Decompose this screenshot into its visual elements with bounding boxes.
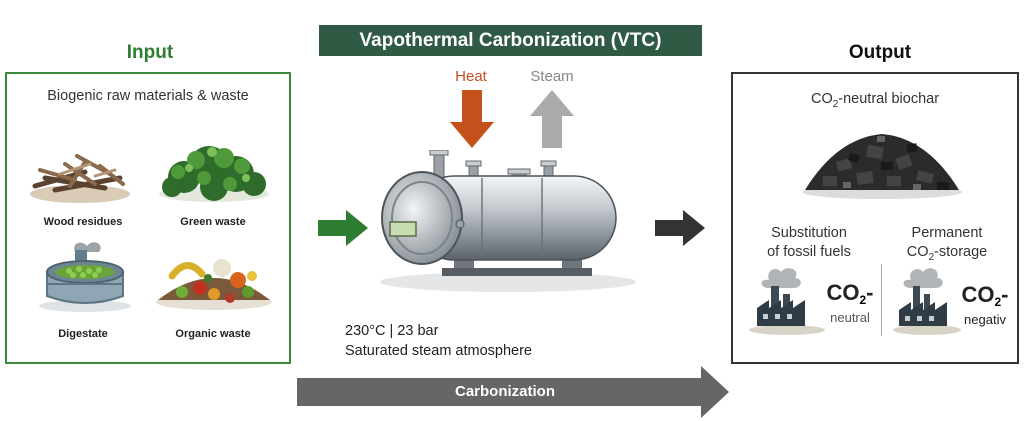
organic-waste-icon [156,259,272,310]
input-heading: Input [126,42,174,63]
green-waste-label: Green waste [180,216,246,228]
factory-negative-icon [893,268,961,335]
biochar-co-text: CO [810,91,833,107]
biochar-suffix-text: -neutral biochar [838,91,940,107]
storage-text: Permanent CO2-storage [879,224,1015,267]
wood-residues-icon [30,154,130,203]
heat-label: Heat [455,68,487,85]
carbonization-label: Carbonization [455,383,555,400]
biochar-title: CO2-neutral biochar [733,90,1017,114]
steam-label: Steam [530,68,574,85]
badge-neutral-text: neutral [830,310,870,326]
input-panel: Biogenic raw materials & waste Wood resi… [5,72,291,364]
digestate-icon [39,242,131,312]
storage-line1: Permanent [911,225,983,241]
process-banner: Vapothermal Carbonization (VTC) [319,25,702,56]
badge-negative-co: CO [961,282,995,307]
substitution-text: Substitution of fossil fuels [739,224,879,262]
process-conditions-atmosphere: Saturated steam atmosphere [345,343,532,359]
output-heading: Output [848,42,912,63]
storage-sub-text: 2 [928,251,935,263]
wood-residues-label: Wood residues [43,216,123,228]
input-arrow-icon [318,210,368,246]
badge-negative-dash: - [1001,282,1009,307]
biochar-icon [802,134,962,199]
carbonization-arrow [297,366,729,418]
biochar-sub-text: 2 [832,98,839,110]
process-conditions-temperature: 230°C | 23 bar [345,323,439,339]
badge-neutral-dash: - [866,280,874,305]
storage-co-text: CO [906,244,929,260]
factory-neutral-icon [749,268,825,335]
substitution-line2: of fossil fuels [767,244,851,260]
badge-negative-sub: 2 [994,295,1002,310]
co2-negative-badge: CO2- negativ [957,284,1013,329]
output-arrow-icon [655,210,705,246]
output-divider [881,264,882,336]
storage-suffix-text: -storage [934,244,988,260]
badge-neutral-sub: 2 [859,293,867,308]
heat-arrow-icon [450,90,494,148]
steam-arrow-icon [530,90,574,148]
green-waste-icon [159,146,269,202]
organic-waste-label: Organic waste [175,328,251,340]
badge-negative-text: negativ [964,312,1006,328]
digestate-label: Digestate [58,328,108,340]
badge-neutral-co: CO [826,280,860,305]
output-panel: CO2-neutral biochar Substitution of f [731,72,1019,364]
input-subtitle: Biogenic raw materials & waste [47,88,249,104]
substitution-line1: Substitution [771,225,847,241]
co2-neutral-badge: CO2- neutral [823,282,877,327]
reactor-icon [380,150,636,292]
